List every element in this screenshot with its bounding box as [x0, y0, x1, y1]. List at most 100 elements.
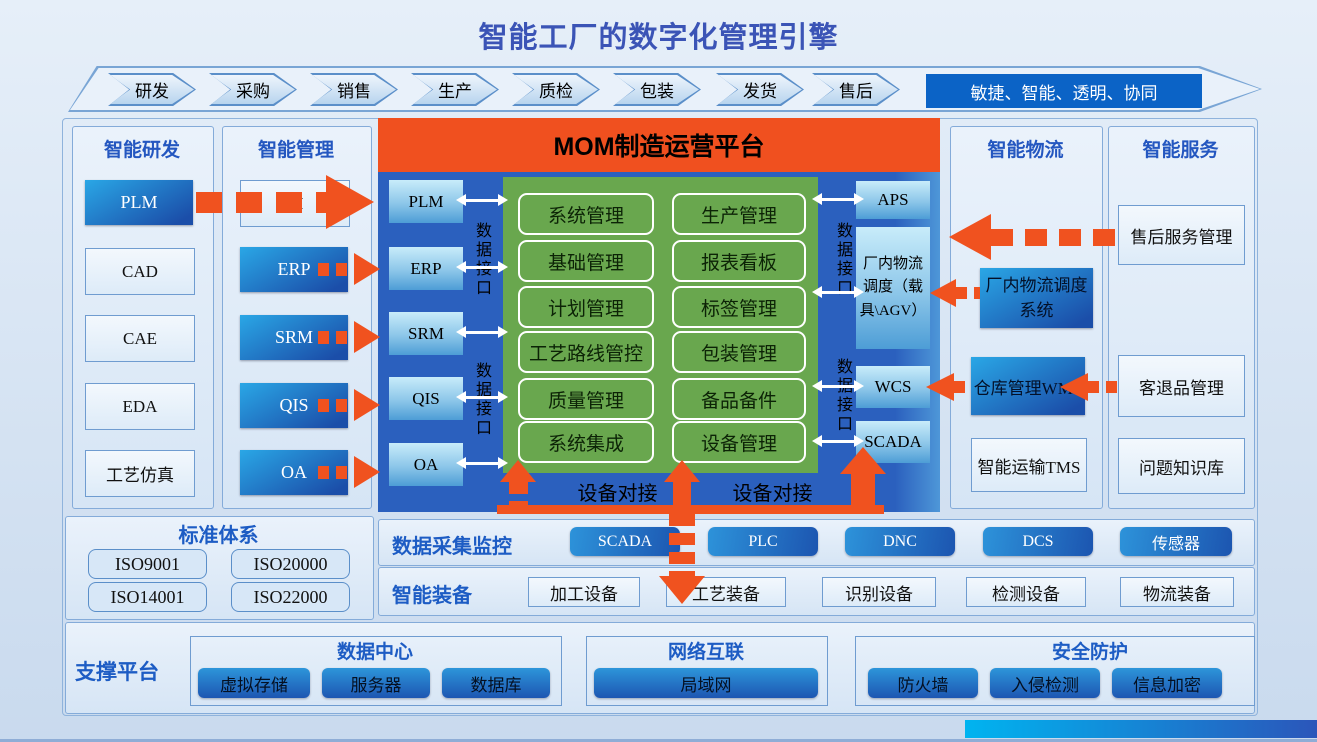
bidir-arrow-icon: [812, 286, 864, 298]
support-box-storage: 虚拟存储: [198, 668, 310, 698]
support-box-ids: 入侵检测: [990, 668, 1100, 698]
data-interface-label-left-1: 数据接口: [473, 222, 490, 298]
arrow-srm-shaft-icon: [318, 331, 354, 344]
core-box: 报表看板: [672, 240, 806, 282]
panel-support-title: 支撑平台: [75, 661, 159, 684]
box-plm: PLM: [85, 180, 193, 225]
core-box: 系统集成: [518, 421, 654, 463]
mom-box-wcs: WCS: [856, 366, 930, 408]
panel-standards-title: 标准体系: [178, 524, 259, 547]
data-interface-label-left-2: 数据接口: [473, 362, 490, 438]
daq-box-dcs: DCS: [983, 527, 1093, 556]
up-arrow-scada-head-icon: [840, 447, 886, 474]
core-box: 质量管理: [518, 378, 654, 420]
up-arrow-2-shaft-icon: [673, 482, 691, 508]
bottom-accent-bar: [965, 720, 1317, 738]
data-interface-label-right-1: 数据接口: [834, 222, 851, 298]
support-box-server: 服务器: [322, 668, 430, 698]
box-iso14001: ISO14001: [88, 582, 207, 612]
group-network-title: 网络互联: [667, 641, 744, 663]
arrow-qis-head-icon: [354, 389, 380, 421]
panel-service-title: 智能服务: [1142, 139, 1219, 161]
arrow-oa-head-icon: [354, 456, 380, 488]
core-box: 备品备件: [672, 378, 806, 420]
arrow-erp-shaft-icon: [318, 263, 354, 276]
bidir-arrow-icon: [456, 391, 508, 403]
arrow-qis-shaft-icon: [318, 399, 354, 412]
device-link-label-2: 设备对接: [732, 482, 813, 505]
bidir-arrow-icon: [812, 435, 864, 447]
group-security-title: 安全防护: [1051, 641, 1128, 663]
page-title: 智能工厂的数字化管理引擎: [478, 22, 839, 54]
box-iso9001: ISO9001: [88, 549, 207, 579]
bidir-arrow-icon: [456, 457, 508, 469]
box-eda: EDA: [85, 383, 195, 430]
panel-management-title: 智能管理: [257, 139, 334, 161]
support-box-firewall: 防火墙: [868, 668, 978, 698]
up-arrow-2-head-icon: [664, 460, 700, 482]
mom-box-qis: QIS: [389, 377, 463, 420]
panel-logistics-title: 智能物流: [987, 139, 1064, 161]
box-plant-logistics: 厂内物流调度系统: [980, 268, 1093, 328]
down-arrow-head-icon: [659, 576, 705, 604]
up-arrow-1-shaft-icon: [509, 482, 528, 508]
arrow-service-to-mom-shaft-icon: [991, 229, 1117, 246]
core-box: 系统管理: [518, 193, 654, 235]
mom-box-oa: OA: [389, 443, 463, 486]
mom-box-srm: SRM: [389, 312, 463, 355]
bidir-arrow-icon: [812, 193, 864, 205]
panel-equipment: [378, 567, 1255, 616]
core-box: 标签管理: [672, 286, 806, 328]
device-bus-bar-icon: [497, 505, 884, 514]
mom-title-bar: MOM制造运营平台: [378, 118, 940, 172]
box-returns: 客退品管理: [1118, 355, 1245, 417]
data-interface-label-right-2: 数据接口: [834, 358, 851, 434]
panel-research-title: 智能研发: [103, 139, 180, 161]
bidir-arrow-icon: [456, 326, 508, 338]
box-cae: CAE: [85, 315, 195, 362]
arrow-returns-to-wms-shaft-icon: [1088, 381, 1120, 393]
mom-box-plm: PLM: [389, 180, 463, 223]
slogan-banner: 敏捷、智能、透明、协同: [926, 74, 1202, 108]
core-box: 设备管理: [672, 421, 806, 463]
core-box: 包装管理: [672, 331, 806, 373]
arrow-oa-shaft-icon: [318, 466, 354, 479]
support-box-database: 数据库: [442, 668, 550, 698]
equip-box-machining: 加工设备: [528, 577, 640, 607]
bottom-edge-line: [0, 739, 1317, 742]
arrow-plm-to-mom-head-icon: [326, 175, 374, 229]
bidir-arrow-icon: [456, 261, 508, 273]
box-iso22000: ISO22000: [231, 582, 350, 612]
daq-box-dnc: DNC: [845, 527, 955, 556]
mom-box-agv: 厂内物流调度（载具\AGV）: [856, 227, 930, 349]
up-arrow-1-head-icon: [500, 460, 536, 482]
mom-box-erp: ERP: [389, 247, 463, 290]
daq-box-plc: PLC: [708, 527, 818, 556]
equip-box-inspect: 检测设备: [966, 577, 1086, 607]
support-box-encryption: 信息加密: [1112, 668, 1222, 698]
core-box: 工艺路线管控: [518, 331, 654, 373]
equip-box-logistics: 物流装备: [1120, 577, 1234, 607]
panel-equipment-title: 智能装备: [392, 585, 472, 607]
arrow-erp-head-icon: [354, 253, 380, 285]
group-datacenter: [190, 636, 562, 706]
support-box-lan: 局域网: [594, 668, 818, 698]
box-tms: 智能运输TMS: [971, 438, 1087, 492]
box-knowledge-base: 问题知识库: [1118, 438, 1245, 494]
box-aftersales-service: 售后服务管理: [1118, 205, 1245, 265]
arrow-wms-to-wcs-head-icon: [926, 373, 954, 401]
bidir-arrow-icon: [456, 194, 508, 206]
arrow-logistics-to-mom-head-icon: [930, 279, 956, 307]
bidir-arrow-icon: [812, 380, 864, 392]
group-datacenter-title: 数据中心: [336, 641, 413, 663]
core-box: 生产管理: [672, 193, 806, 235]
up-arrow-scada-shaft-icon: [851, 474, 875, 508]
arrow-returns-to-wms-head-icon: [1060, 373, 1088, 401]
group-security: [855, 636, 1255, 706]
box-process-sim: 工艺仿真: [85, 450, 195, 497]
mom-box-aps: APS: [856, 181, 930, 219]
arrow-srm-head-icon: [354, 321, 380, 353]
core-box: 基础管理: [518, 240, 654, 282]
arrow-plm-to-mom-shaft-icon: [196, 192, 326, 213]
